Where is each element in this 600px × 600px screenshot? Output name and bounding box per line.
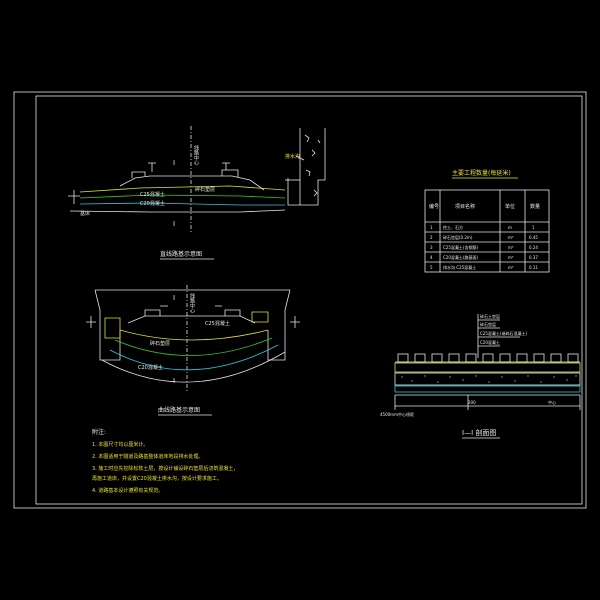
table-row: 0.37	[529, 255, 538, 260]
quantity-table: 主要工程数量(每延米) 编号 项目名称 单位 数量 1 挖土、石方 m 1 2 …	[424, 169, 550, 273]
table-row: m³	[508, 255, 514, 260]
note-item: 3. 施工时应先挖除松软土层，按设计铺设碎石垫层后浇筑混凝土，	[92, 465, 238, 472]
rail-center-label: 线路中心	[193, 144, 199, 165]
note-layer4: C20混凝土	[480, 339, 500, 345]
table-row: 0.45	[529, 235, 538, 240]
th-item: 项目名称	[455, 203, 475, 210]
table-title: 主要工程数量(每延米)	[452, 169, 511, 177]
table-row: m³	[508, 245, 514, 250]
th-no: 编号	[429, 203, 439, 210]
table-row: m³	[508, 235, 514, 240]
table-row: m³	[508, 265, 514, 270]
table-row: C25混凝土(含钢筋)	[443, 244, 478, 250]
table-row: 1	[532, 225, 535, 230]
layer-b-label: C20混凝土	[138, 364, 163, 371]
inner-frame	[35, 95, 583, 505]
title-curve: 曲线路基示意图	[158, 406, 200, 414]
title-straight: 直线路基示意图	[160, 250, 202, 258]
table-row: 4	[430, 255, 433, 260]
title-section-ii: I—I 剖面图	[462, 428, 496, 437]
th-qty: 数量	[530, 203, 540, 210]
section-mark-b-bottom: I	[173, 377, 175, 385]
note-item: 1. 本图尺寸均以厘米计。	[92, 441, 148, 448]
c25-label-a: C25混凝土	[140, 191, 165, 198]
note-item: 再施工道床，并设置C20混凝土排水沟，按设计要求施工。	[92, 475, 222, 482]
table-row: 5	[430, 265, 433, 270]
bottom-label-a: 基床	[80, 210, 90, 217]
straight-subgrade-diagram: 线路中心 I I C25混凝土 C20混凝土 碎石垫层 基床 排水沟 直线路基示…	[68, 126, 326, 260]
table-row: 1	[430, 225, 433, 230]
dim-left-label: 4500mm中心线距	[380, 411, 414, 417]
section-mark-b-top: I	[173, 294, 175, 302]
drain-label: 排水沟	[285, 153, 300, 160]
th-unit: 单位	[505, 203, 515, 210]
section-i-i-diagram: 碎石土垫层 碎石垫层 C25混凝土(或碎石混凝土) C20混凝土	[380, 313, 581, 439]
note-layer2: 碎石垫层	[480, 321, 496, 327]
gravel-label-a: 碎石垫层	[195, 186, 215, 193]
curve-subgrade-diagram: 线路中心 I I 碎石垫层 C25混凝土 C20混凝土 曲线路基示意图	[86, 285, 300, 416]
section-mark-top: I	[173, 159, 175, 167]
table-row: 挖土、石方	[443, 224, 463, 230]
section-mark-bottom: I	[173, 220, 175, 228]
note-layer1: 碎石土垫层	[480, 313, 500, 319]
table-row: 2	[430, 235, 433, 240]
table-row: 0.24	[529, 245, 538, 250]
gravel-label-b: 碎石垫层	[150, 340, 170, 347]
table-row: m	[508, 225, 512, 230]
rail-center-label-b: 线路中心	[189, 292, 195, 313]
table-row: 0.11	[529, 265, 538, 270]
dim-mid-label: 200	[468, 400, 476, 405]
table-row: 排水沟 C25混凝土	[443, 264, 476, 270]
layer-a-label: C20混凝土	[140, 200, 165, 207]
table-row: 3	[430, 245, 433, 250]
note-item: 2. 本图适用于隧道及路基整体道床地段排水处理。	[92, 453, 203, 460]
dim-right-label: 中心	[548, 399, 556, 405]
note-layer3: C25混凝土(或碎石混凝土)	[480, 330, 527, 336]
table-row: 碎石垫层(0.2m)	[443, 234, 473, 240]
notes-block: 附注: 1. 本图尺寸均以厘米计。 2. 本图适用于隧道及路基整体道床地段排水处…	[92, 428, 238, 494]
outer-frame	[13, 91, 587, 509]
table-row: C20混凝土(路基面)	[443, 254, 478, 260]
note-item: 4. 道路基本设计遵照有关规范。	[92, 487, 163, 494]
notes-heading: 附注:	[92, 428, 106, 436]
c25-label-b: C25混凝土	[205, 320, 230, 327]
